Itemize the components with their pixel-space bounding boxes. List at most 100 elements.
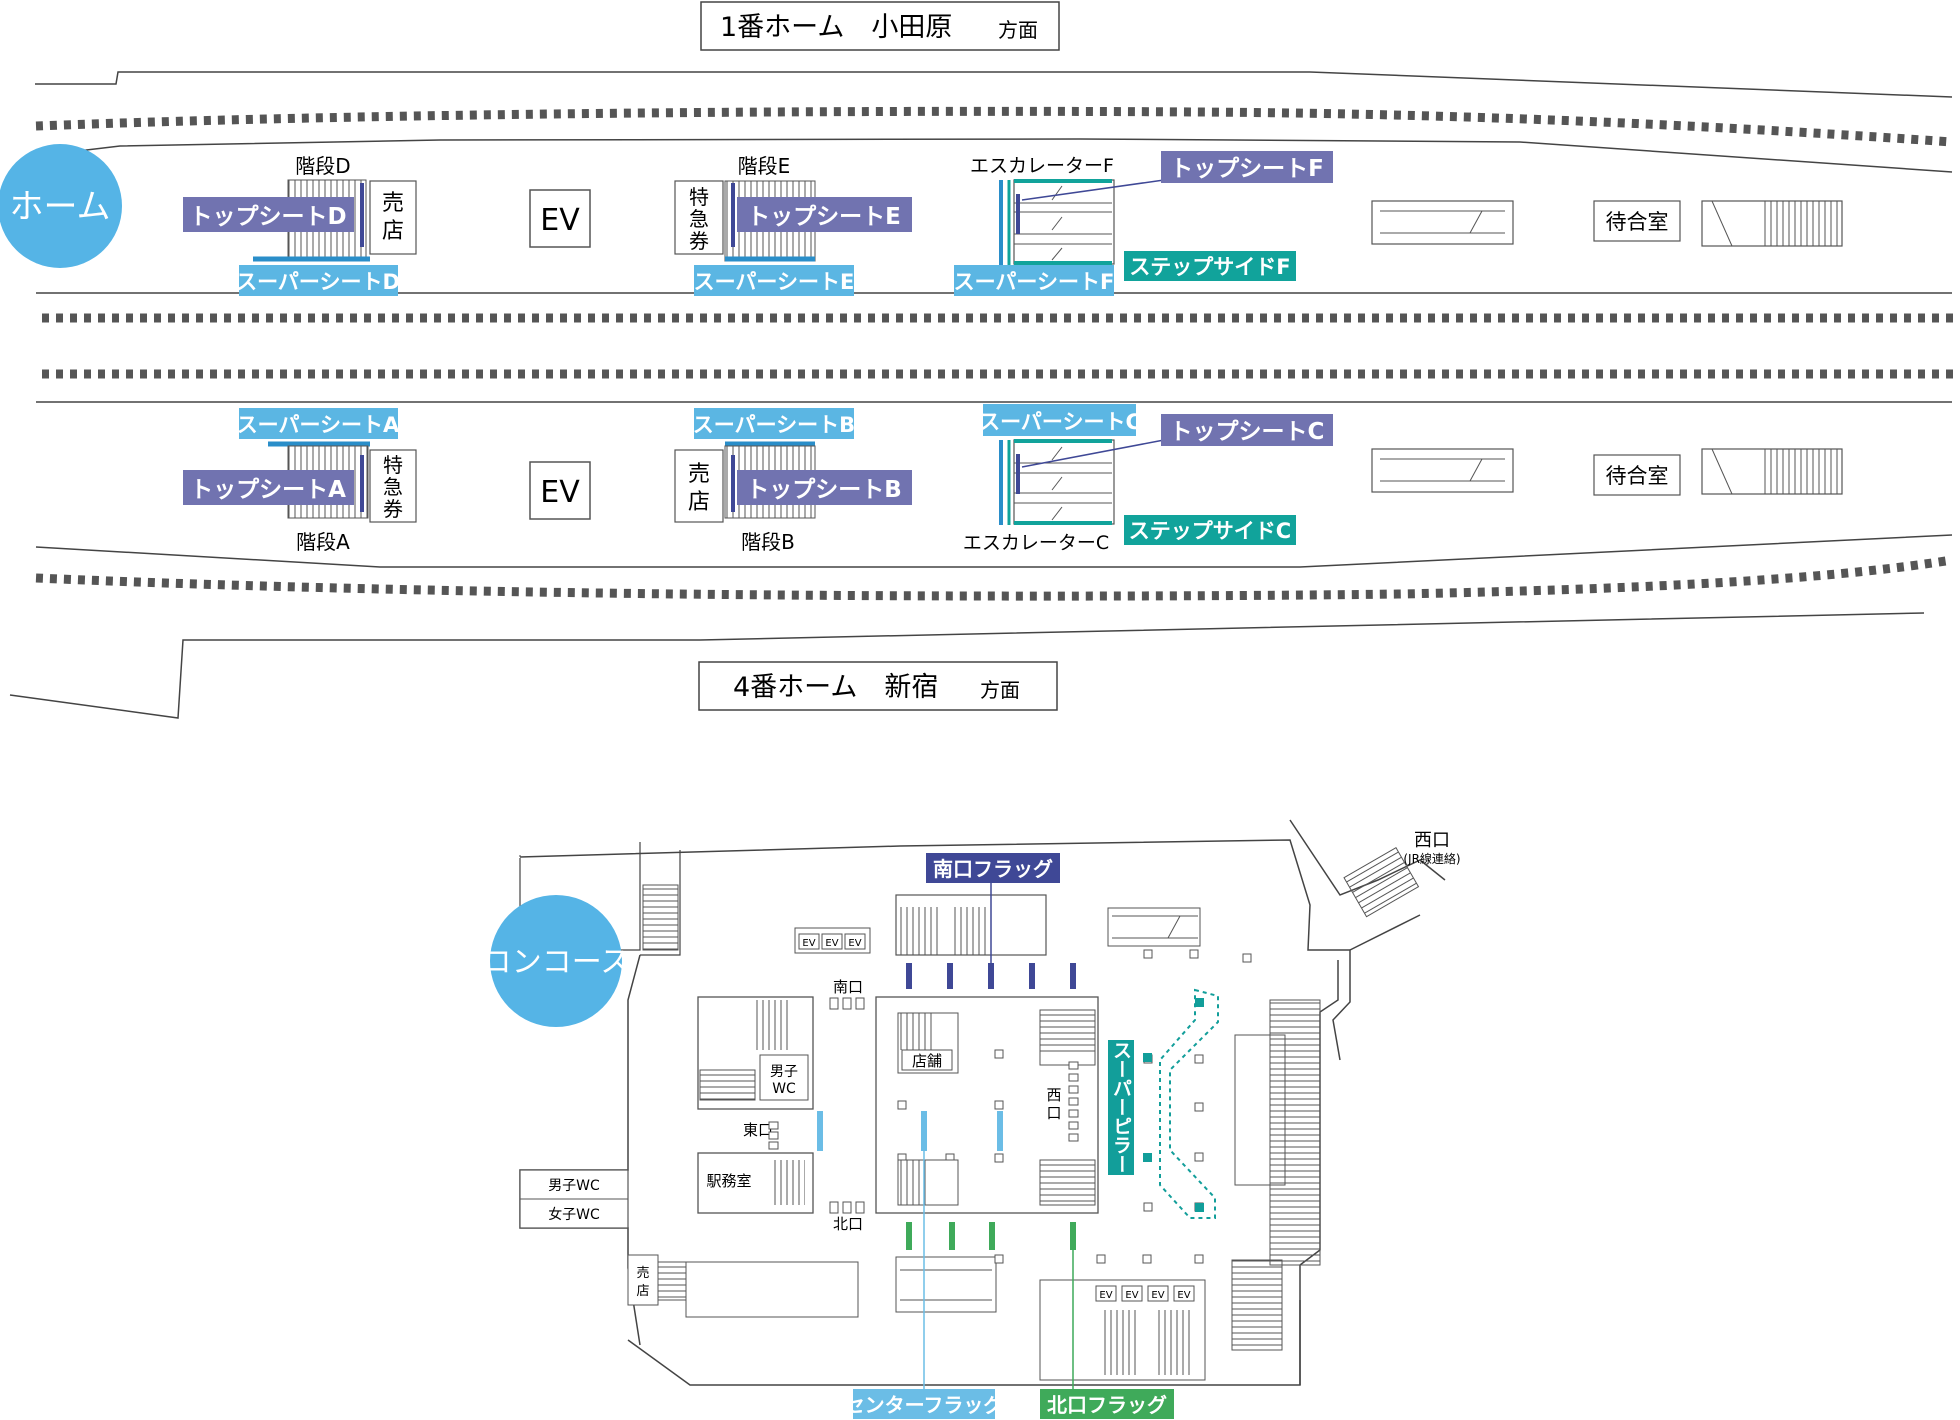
top-sheet-e (737, 197, 912, 232)
outer-wall-top (35, 71, 1953, 98)
top-sheet-b-label: トップシートB (746, 477, 902, 503)
super-sheet-b-label: スーパーシートB (693, 413, 855, 437)
mens-wc-inner-1: 男子 (770, 1064, 798, 1080)
ev-top-1: EV (802, 938, 815, 949)
shop-d-char1: 売 (382, 191, 404, 216)
top-sheet-a-label: トップシートA (190, 477, 346, 503)
stair-a: スーパーシートA 特 急 券 トップシートA 階段A (183, 408, 417, 554)
outer-wall-bottom (9, 612, 1925, 719)
home-circle-label: ホーム (10, 187, 111, 227)
bottom-direction-label: 4番ホーム 新宿 (733, 672, 938, 703)
top-sheet-f (1161, 151, 1333, 183)
ev-group-bottom: EV EV EV EV (1095, 1285, 1195, 1302)
super-sheet-e (694, 265, 854, 296)
shop-b-char2: 店 (688, 490, 710, 515)
ev-lower-label: EV (540, 475, 580, 510)
home-circle-shape (0, 144, 122, 268)
store-label: 店舗 (912, 1052, 942, 1070)
mens-wc-inner-2: WC (772, 1081, 796, 1097)
top-sheet-c (1161, 414, 1333, 446)
top-sheet-b (737, 470, 912, 505)
mens-wc-label: 男子WC (548, 1178, 600, 1194)
womens-wc-label: 女子WC (548, 1206, 600, 1223)
concourse-diagram: コンコース 西口 (JR線連絡) EV EV EV 南口フラッグ (482, 819, 1461, 1419)
escalator-c: スーパーシートC トップシートC ステップサイドC エスカレーターC (963, 404, 1333, 554)
lower-right-structures: 待合室 (1371, 448, 1843, 496)
north-flag-label: 北口フラッグ (1047, 1393, 1167, 1417)
shop-d-char2: 店 (382, 219, 404, 244)
platform-4-edge-bottom (35, 534, 1953, 568)
super-sheet-d-label: スーパーシートD (236, 270, 400, 294)
super-sheet-a (239, 408, 398, 439)
platform-diagram: 1番ホーム 小田原 方面 4番ホーム 新宿 方面 ホーム 階段D (0, 1, 1955, 719)
south-flag-label: 南口フラッグ (933, 857, 1053, 881)
waiting-room-lower-label: 待合室 (1606, 464, 1669, 488)
top-sheet-a (183, 470, 354, 505)
ev-bottom-2: EV (1125, 1290, 1138, 1301)
ev-upper-label: EV (540, 203, 580, 238)
east-exit-label: 東口 (743, 1121, 773, 1139)
express-a-char1: 特 (383, 453, 403, 477)
top-sheet-d (183, 197, 354, 232)
ev-bottom-3: EV (1151, 1290, 1164, 1301)
super-sheet-f-label: スーパーシートF (954, 270, 1115, 294)
ev-bottom-4: EV (1177, 1290, 1190, 1301)
south-flag-bars (906, 963, 1076, 989)
rail-top (35, 106, 1953, 147)
ev-top-2: EV (825, 938, 838, 949)
north-flag (1040, 1389, 1174, 1419)
express-e-char2: 急 (689, 207, 709, 231)
ev-group-top: EV EV EV (798, 933, 866, 950)
super-sheet-d (239, 265, 398, 296)
kiosk-char1: 売 (636, 1265, 649, 1281)
escalator-f-label: エスカレーターF (970, 155, 1114, 177)
super-pillar-label: スーパーピラー (1110, 1041, 1132, 1174)
step-side-f (1124, 251, 1296, 281)
escalator-c-label: エスカレーターC (963, 532, 1109, 554)
concourse-circle: コンコース (482, 895, 630, 1027)
ev-lower: EV (529, 461, 591, 520)
super-pillar (1108, 1040, 1134, 1175)
stair-b: スーパーシートB 売 店 トップシートB 階段B (674, 408, 912, 554)
center-flag-bars (817, 1111, 1003, 1151)
rail-bottom (35, 555, 1953, 601)
north-flag-bars (906, 1222, 1076, 1250)
super-pillar-outline (1159, 988, 1219, 1219)
top-direction-label: 1番ホーム 小田原 (720, 12, 952, 43)
top-sheet-f-label: トップシートF (1170, 156, 1324, 182)
step-side-c (1124, 515, 1296, 545)
bottom-direction-box: 4番ホーム 新宿 方面 (698, 661, 1058, 711)
top-sheet-d-label: トップシートD (189, 204, 346, 230)
west-gate-label-1: 西 (1046, 1086, 1061, 1104)
ev-bottom-1: EV (1099, 1290, 1112, 1301)
step-side-c-label: ステップサイドC (1129, 519, 1291, 543)
top-sheet-e-label: トップシートE (747, 204, 901, 230)
stair-a-label: 階段A (296, 530, 350, 554)
shop-b-char1: 売 (688, 462, 710, 487)
station-office-label: 駅務室 (706, 1172, 751, 1190)
top-direction-box: 1番ホーム 小田原 方面 (700, 1, 1060, 51)
concourse-circle-shape (490, 895, 622, 1027)
stair-d-label: 階段D (295, 154, 350, 178)
super-sheet-c-label: スーパーシートC (979, 410, 1141, 434)
stair-b-label: 階段B (741, 530, 795, 554)
upper-right-structures: 待合室 (1371, 200, 1843, 247)
express-e-char1: 特 (689, 185, 709, 209)
platform-1-edge-top (35, 138, 1953, 173)
super-sheet-e-label: スーパーシートE (694, 270, 855, 294)
west-exit-note: (JR線連絡) (1403, 851, 1460, 866)
stair-d: 階段D 売 店 トップシートD スーパーシートD (183, 154, 417, 296)
step-side-f-label: ステップサイドF (1129, 255, 1290, 279)
center-flag-label: センターフラッグ (845, 1393, 1004, 1417)
super-sheet-b (694, 408, 854, 439)
top-direction-suffix: 方面 (998, 18, 1038, 42)
west-exit-label: 西口 (1414, 830, 1450, 851)
stair-e: 階段E 特 急 券 トップシートE スーパーシートE (674, 154, 912, 296)
stair-e-label: 階段E (738, 154, 791, 178)
top-sheet-c-label: トップシートC (1170, 419, 1325, 445)
kiosk-char2: 店 (636, 1284, 649, 1299)
express-a-char2: 急 (383, 475, 403, 499)
north-exit-label: 北口 (833, 1215, 863, 1233)
waiting-room-upper-label: 待合室 (1606, 210, 1669, 234)
